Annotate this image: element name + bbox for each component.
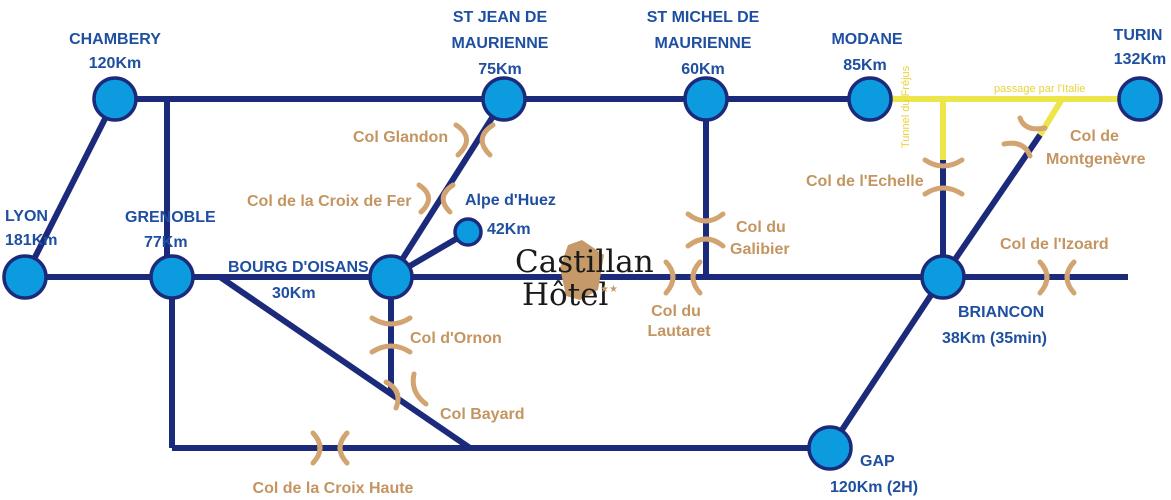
pass-glandon-marker xyxy=(453,122,496,158)
city-node-gap[interactable] xyxy=(807,425,853,471)
city-label-stjean-distance: 75Km xyxy=(478,61,522,78)
pass-label-lautaret-line1: Col du xyxy=(651,303,701,320)
city-label-stmichel-line1: ST MICHEL DE xyxy=(647,9,760,26)
city-label-briancon-distance: 38Km (35min) xyxy=(942,330,1047,347)
hotel-name-line2: Hôtel xyxy=(522,277,608,313)
city-label-modane-distance: 85Km xyxy=(843,57,887,74)
route-vizille-bayard xyxy=(218,274,472,451)
pass-label-montgenevre-line2: Montgenèvre xyxy=(1046,151,1146,168)
city-node-turin[interactable] xyxy=(1117,76,1163,122)
city-label-stjean-line1: ST JEAN DE xyxy=(453,9,548,26)
pass-label-izoard: Col de l'Izoard xyxy=(1000,236,1109,253)
city-label-grenoble-name: GRENOBLE xyxy=(125,209,216,226)
pass-croixdefer-marker xyxy=(416,182,456,215)
city-label-stmichel-line2: MAURIENNE xyxy=(655,35,752,52)
city-label-alpe-name: Alpe d'Huez xyxy=(465,192,556,209)
city-label-modane-name: MODANE xyxy=(831,31,902,48)
hotel-name-line1: Castillan xyxy=(515,244,654,280)
city-node-stmichel[interactable] xyxy=(683,76,729,122)
pass-label-glandon: Col Glandon xyxy=(353,129,448,146)
pass-label-galibier-line1: Col du xyxy=(736,219,786,236)
city-node-stjean[interactable] xyxy=(481,76,527,122)
city-label-gap-name: GAP xyxy=(860,453,895,470)
tunnel-frejus-label: Tunnel du Fréjus xyxy=(900,65,912,148)
pass-label-montgenevre-line1: Col de xyxy=(1070,128,1119,145)
city-label-lyon-name: LYON xyxy=(5,208,48,225)
hotel-stars: ★★ xyxy=(600,284,618,295)
city-label-gap-distance: 120Km (2H) xyxy=(830,479,918,496)
city-labels: CHAMBERY 120Km LYON 181Km GRENOBLE 77Km … xyxy=(5,9,1166,496)
city-label-stjean-line2: MAURIENNE xyxy=(452,35,549,52)
pass-label-bayard: Col Bayard xyxy=(440,406,524,423)
hotel-logo[interactable]: Castillan Hôtel ★★ xyxy=(515,240,654,313)
pass-label-echelle: Col de l'Echelle xyxy=(806,173,924,190)
hotel-badge-shape xyxy=(560,240,604,300)
pass-galibier-marker xyxy=(685,211,726,249)
pass-bayard-marker xyxy=(383,371,429,411)
city-label-bourg-name: BOURG D'OISANS xyxy=(228,259,369,276)
pass-izoard-marker xyxy=(1037,259,1077,296)
city-label-stmichel-distance: 60Km xyxy=(681,61,725,78)
city-label-bourg-distance: 30Km xyxy=(272,285,316,302)
city-node-chambery[interactable] xyxy=(92,76,138,122)
city-nodes xyxy=(2,76,1163,471)
pass-lautaret-marker xyxy=(663,259,703,296)
city-label-chambery-distance: 120Km xyxy=(89,55,141,72)
city-label-turin-distance: 132Km xyxy=(1114,51,1166,68)
pass-montgenevre-marker xyxy=(1001,115,1048,159)
city-node-grenoble[interactable] xyxy=(149,254,195,300)
pass-label-galibier-line2: Galibier xyxy=(730,241,790,258)
route-lyon-chambery xyxy=(22,97,118,279)
pass-echelle-marker xyxy=(922,157,965,197)
route-briancon-gap xyxy=(827,275,946,450)
city-node-briancon[interactable] xyxy=(920,254,966,300)
route-briancon-montgenevre xyxy=(940,133,1043,279)
city-label-lyon-distance: 181Km xyxy=(5,232,57,249)
pass-label-ornon: Col d'Ornon xyxy=(410,330,502,347)
pass-label-croixhaute: Col de la Croix Haute xyxy=(253,480,414,497)
city-label-turin-name: TURIN xyxy=(1114,27,1163,44)
pass-label-lautaret-line2: Lautaret xyxy=(647,323,711,340)
city-label-alpe-distance: 42Km xyxy=(487,221,531,238)
italy-labels: Tunnel du Fréjus passage par l'Italie xyxy=(900,65,1085,148)
italy-passage-label: passage par l'Italie xyxy=(994,83,1085,95)
city-label-grenoble-distance: 77Km xyxy=(144,234,188,251)
city-label-briancon-name: BRIANCON xyxy=(958,304,1044,321)
pass-croixhaute-marker xyxy=(310,430,350,466)
city-node-lyon[interactable] xyxy=(2,254,48,300)
city-node-bourg[interactable] xyxy=(368,254,414,300)
pass-label-croixdefer: Col de la Croix de Fer xyxy=(247,193,411,210)
pass-ornon-marker xyxy=(369,315,413,355)
city-node-modane[interactable] xyxy=(847,76,893,122)
mountain-passes xyxy=(310,115,1077,466)
pass-labels: Col Glandon Col de la Croix de Fer Col d… xyxy=(247,128,1146,497)
city-label-chambery-name: CHAMBERY xyxy=(69,31,161,48)
city-node-alpe[interactable] xyxy=(453,217,483,247)
